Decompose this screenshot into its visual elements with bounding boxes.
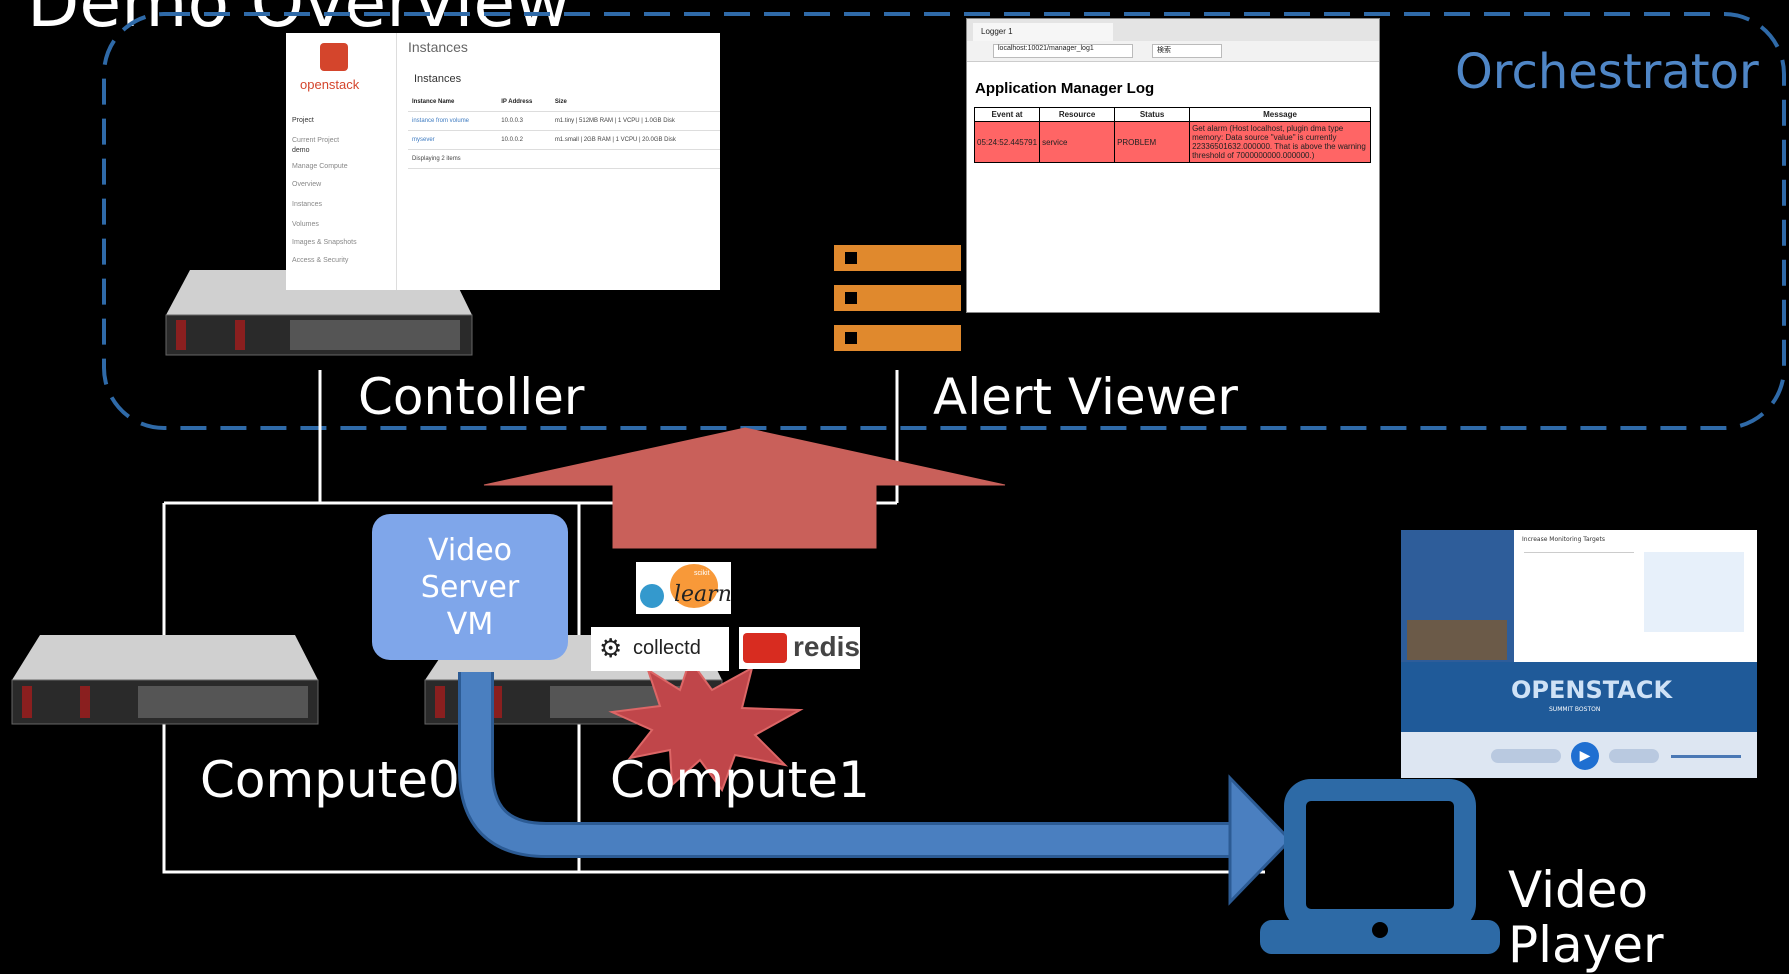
column-header: Status [1114,107,1191,122]
nav-item: Images & Snapshots [292,239,357,246]
column-header: Resource [1039,107,1116,122]
play-icon[interactable]: ▶ [1571,742,1599,770]
orchestrator-boundary [102,12,1786,430]
nav-item: Overview [292,181,322,188]
nav-item: Access & Security [292,257,349,264]
column-header: Message [1189,107,1371,122]
vm-label-line3: VM [446,607,494,642]
alert-viewer-server-icon [834,245,961,351]
resource-cell: service [1039,121,1116,163]
table-cell: 10.0.0.3 [497,111,551,131]
nav-item: Instances [292,201,322,208]
column-header: IP Address [497,93,551,112]
controller-label: Contoller [358,368,585,426]
table-cell: instance from volume [408,111,498,131]
table-cell: 10.0.0.2 [497,130,551,150]
openstack-page-header: Instances [408,39,468,55]
instances-table: Instance Name IP Address Size instance f… [408,93,720,169]
openstack-brand: OPENSTACK [1511,676,1673,704]
compute0-label: Compute0 [200,751,460,809]
log-row: 05:24:52.445791 service PROBLEM Get alar… [973,121,1371,163]
nav-item: demo [292,147,310,154]
laptop-icon [1260,779,1500,954]
column-header: Instance Name [408,93,498,112]
compute1-label: Compute1 [610,751,870,809]
browser-tab: Logger 1 [973,23,1113,41]
status-cell: PROBLEM [1114,121,1191,163]
redis-icon [743,633,787,663]
openstack-logo-text: openstack [300,77,360,92]
alert-viewer-label: Alert Viewer [933,368,1238,426]
vm-label-line1: Video [427,533,513,568]
table-footer: Displaying 2 items [408,149,720,169]
event-at-cell: 05:24:52.445791 [973,121,1041,163]
table-cell: m1.tiny | 512MB RAM | 1 VCPU | 1.0GB Dis… [550,111,720,131]
openstack-sidebar: openstack Project Current Project demo M… [286,33,397,290]
orchestrator-label: Orchestrator [1455,44,1759,100]
nav-item: Manage Compute [292,163,348,170]
log-heading: Application Manager Log [975,80,1155,97]
video-slide: Increase Monitoring Targets [1514,530,1757,662]
table-row: mysever 10.0.0.2 m1.small | 2GB RAM | 1 … [408,130,720,150]
forward-icon[interactable] [1609,749,1659,763]
address-bar: localhost:10021/manager_log1 [993,44,1133,58]
video-player-label-line2: Player [1508,916,1664,974]
video-player-screenshot: Increase Monitoring Targets OPENSTACK SU… [1401,530,1757,778]
nav-item: Current Project [292,137,340,144]
volume-slider[interactable] [1671,755,1741,758]
collectd-logo: ⚙ collectd [591,627,729,671]
message-cell: Get alarm (Host localhost, plugin dma ty… [1189,121,1371,163]
table-cell: m1.small | 2GB RAM | 1 VCPU | 20.0GB Dis… [550,130,720,150]
openstack-dashboard-screenshot: openstack Project Current Project demo M… [286,33,720,290]
nav-item: Volumes [292,221,319,228]
column-header: Event at [973,107,1041,122]
rewind-icon[interactable] [1491,749,1561,763]
page-title: Demo Overview [27,0,571,43]
up-arrow [483,427,1006,549]
column-header: Size [550,93,720,112]
video-server-vm: Video Server VM [372,514,568,660]
collectd-icon: ⚙ [599,633,623,663]
compute0-server [11,635,319,725]
openstack-sub-header: Instances [414,73,462,85]
summit-brand: SUMMIT BOSTON [1549,706,1601,713]
alert-log-window-screenshot: Logger 1 localhost:10021/manager_log1 検索… [966,18,1380,313]
redis-logo: redis [739,627,860,669]
nav-item: Project [292,117,314,124]
failure-burst-icon [608,657,804,793]
table-row: instance from volume 10.0.0.3 m1.tiny | … [408,111,720,131]
vm-label-line2: Server [420,570,520,605]
scikit-learn-logo: scikit learn [636,562,732,614]
player-controls: ▶ [1401,732,1757,778]
log-table: Event at Resource Status Message 05:24:5… [973,107,1371,163]
openstack-logo-icon [320,43,348,71]
video-left-panel [1401,530,1514,662]
table-cell: mysever [408,130,498,150]
browser-search-box: 検索 [1152,44,1222,58]
video-player-label-line1: Video [1508,861,1649,919]
